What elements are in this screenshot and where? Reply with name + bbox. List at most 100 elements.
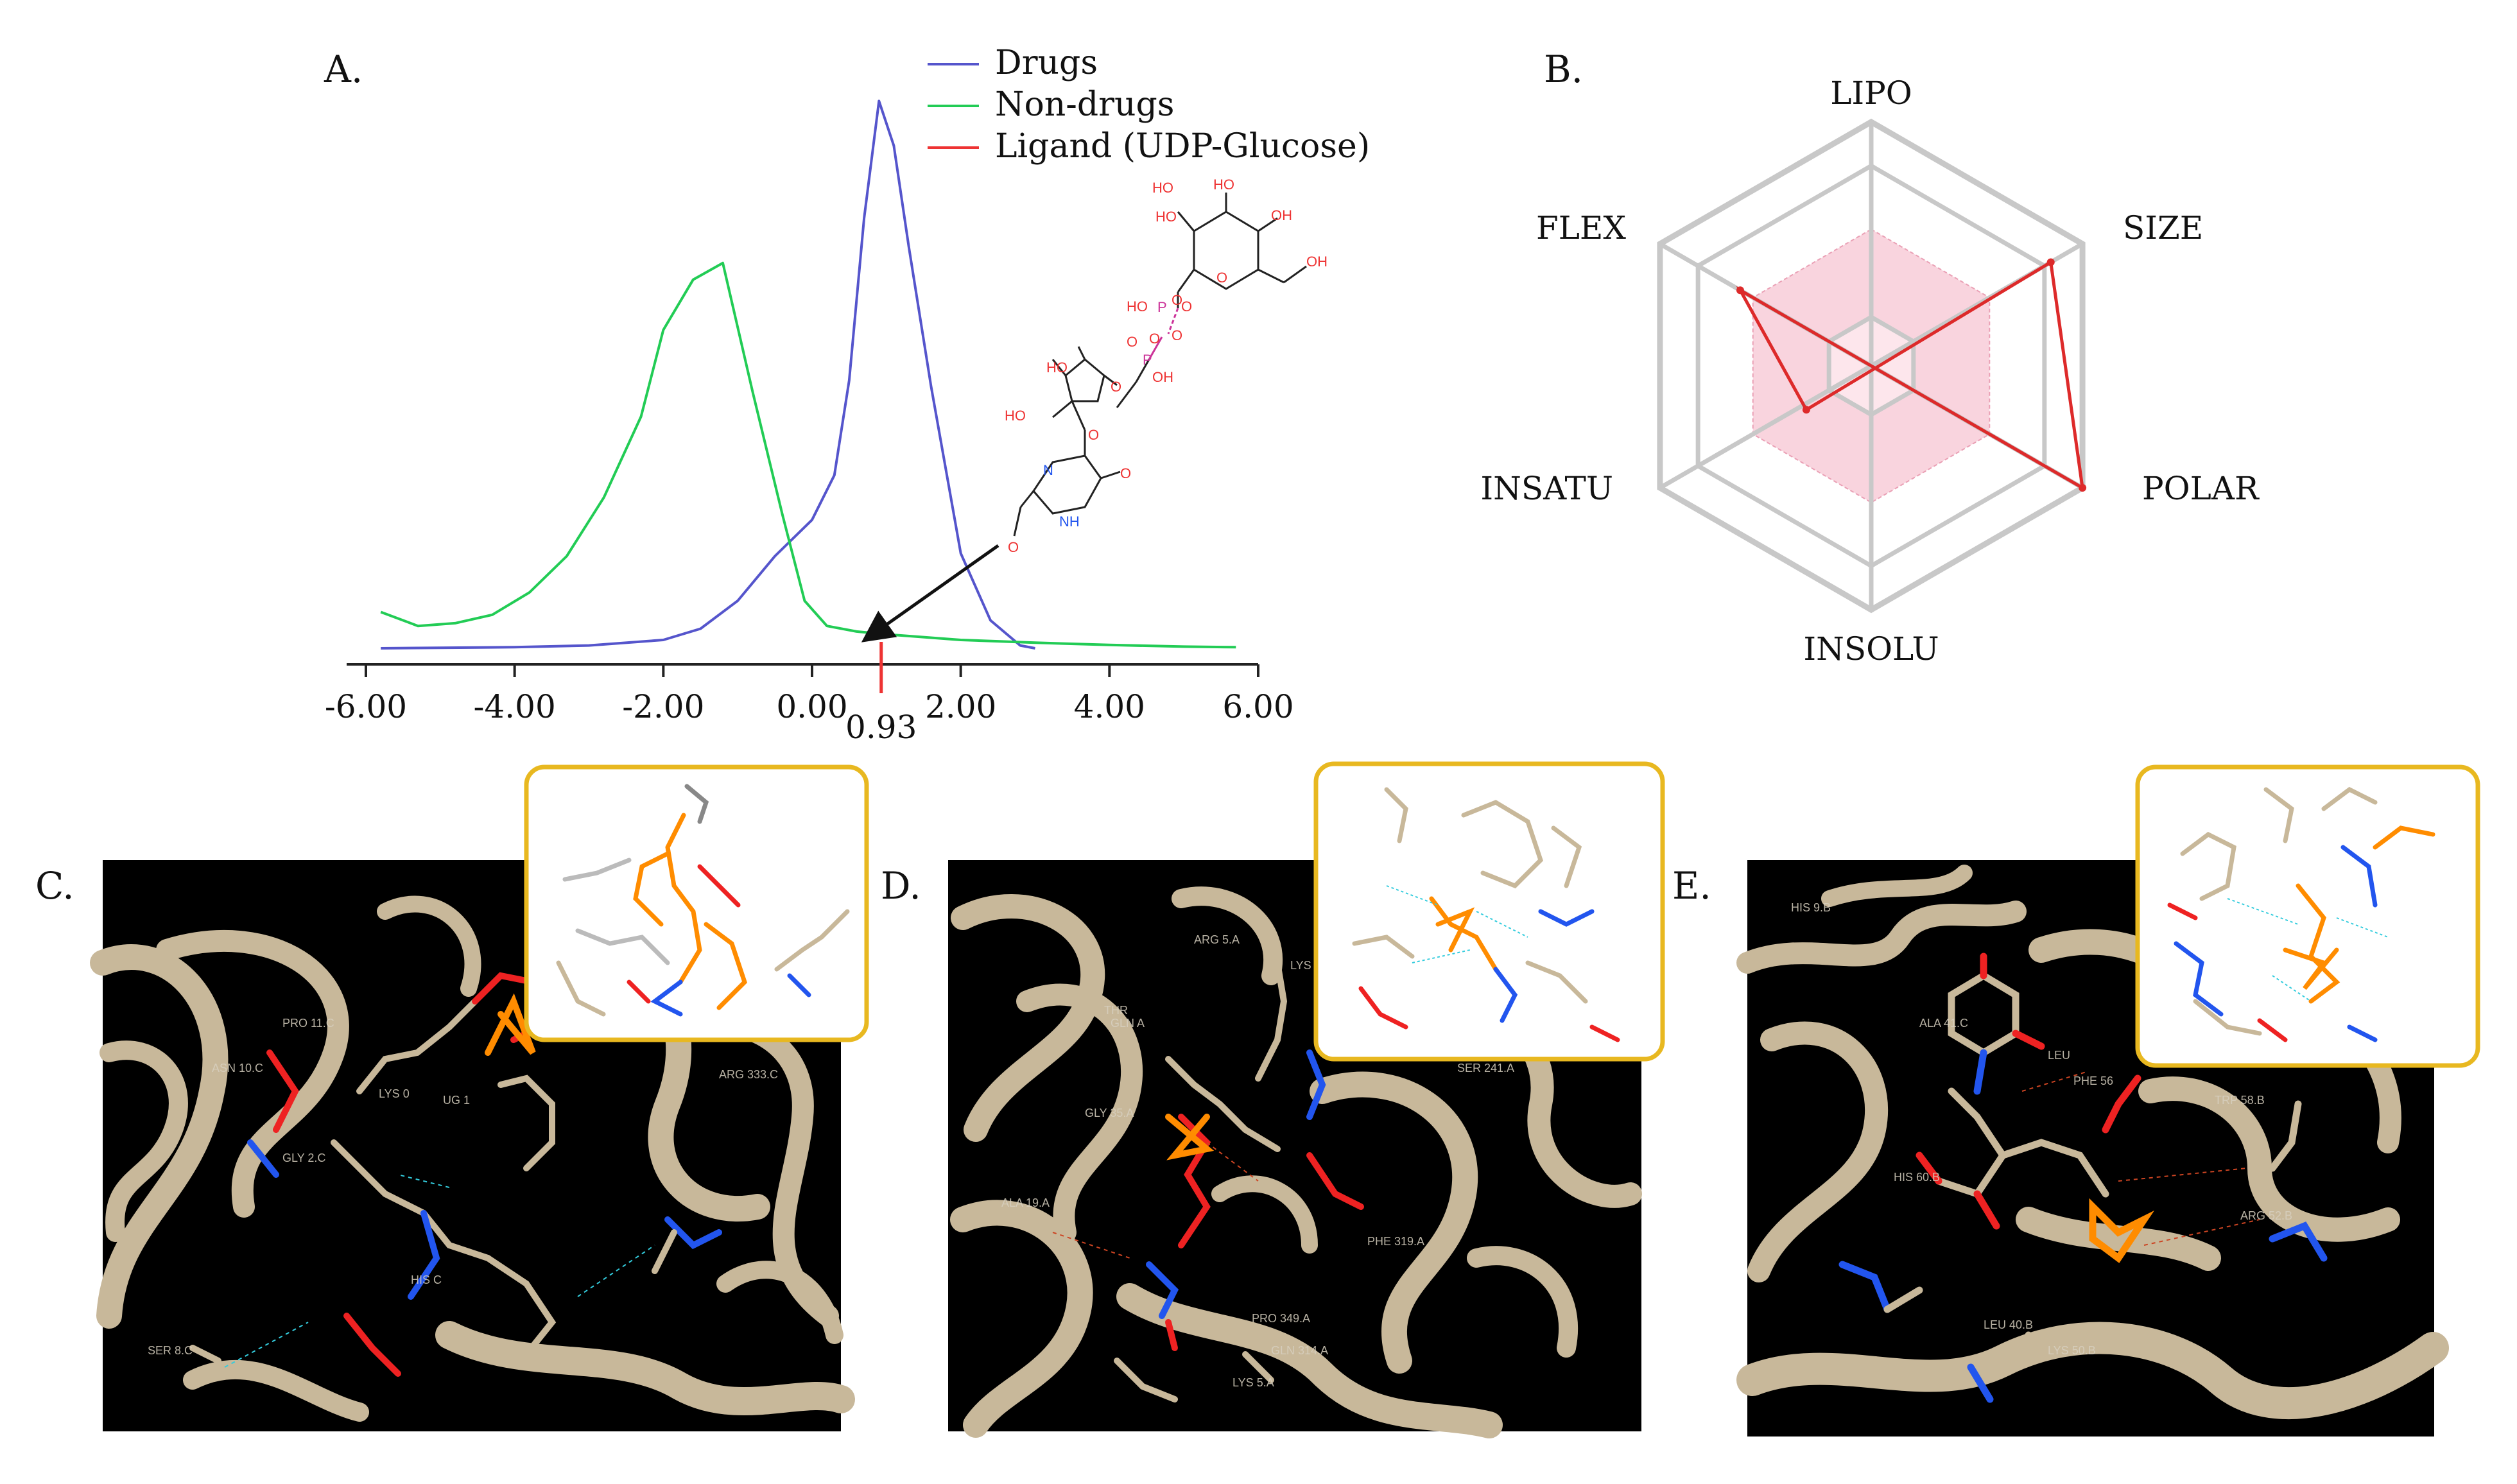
legend-item-drugs: Drugs bbox=[928, 44, 1098, 82]
atom-label: OH bbox=[1306, 254, 1328, 270]
radar-series-point bbox=[2046, 258, 2055, 266]
radar-series-point bbox=[1802, 406, 1810, 414]
hbonds-e bbox=[2021, 1071, 2260, 1246]
atom-label: O bbox=[1111, 379, 1121, 395]
radar-axis-label-size: SIZE bbox=[2123, 209, 2203, 246]
udp-glucose-atom-labels: HO HO OH HO OH O O HO P O O O P O OH O H… bbox=[1005, 177, 1328, 555]
atom-label: O bbox=[1008, 539, 1019, 555]
residue-label: ASN 10.C bbox=[212, 1062, 263, 1074]
x-tick-label: -2.00 bbox=[622, 688, 704, 725]
atom-label: HO bbox=[1152, 180, 1173, 196]
residue-label: ARG 333.C bbox=[719, 1068, 778, 1081]
x-tick-label: 6.00 bbox=[1222, 688, 1293, 725]
atom-label: O bbox=[1216, 270, 1227, 286]
legend-label-drugs: Drugs bbox=[995, 44, 1098, 82]
inset-e-ligand bbox=[2167, 786, 2435, 1042]
residue-label: LYS bbox=[1290, 959, 1311, 972]
residue-label: GLY 35.A bbox=[1085, 1107, 1134, 1119]
udp-glucose-structure bbox=[1013, 193, 1307, 537]
panel-e: E. bbox=[1672, 764, 2480, 1437]
atom-label: HO bbox=[1005, 408, 1026, 424]
atom-label: HO bbox=[1046, 359, 1068, 375]
ligand-sticks-e bbox=[1838, 953, 2328, 1403]
density-lines bbox=[380, 99, 1236, 650]
panel-c: C. bbox=[35, 764, 869, 1431]
x-tick-label: -6.00 bbox=[325, 688, 407, 725]
radar-axis-label-flex: FLEX bbox=[1536, 209, 1626, 246]
inset-d-ligand bbox=[1352, 787, 1620, 1042]
legend-item-ligand: Ligand (UDP-Glucose) bbox=[928, 127, 1370, 166]
residue-label: ARG 5.A bbox=[1194, 933, 1240, 946]
atom-label: P bbox=[1143, 352, 1152, 368]
atom-label: O bbox=[1127, 334, 1137, 350]
panel-c-label: C. bbox=[35, 864, 74, 908]
residue-label: HIS 60.B bbox=[1894, 1171, 1940, 1184]
residue-label: PHE 56 bbox=[2073, 1074, 2113, 1087]
ligand-arrow bbox=[861, 544, 999, 643]
residue-label: PHE 319.A bbox=[1367, 1235, 1424, 1248]
residue-label: HIS C bbox=[411, 1273, 442, 1286]
residue-label: GLN A bbox=[1111, 1017, 1145, 1030]
protein-ribbons-e bbox=[1736, 865, 2449, 1420]
inset-d-hbonds bbox=[1386, 885, 1528, 963]
residue-label: HIS 9.B bbox=[1791, 901, 1831, 914]
x-tick-label: 0.00 bbox=[776, 688, 847, 725]
atom-label: O bbox=[1149, 331, 1160, 347]
atom-label: NH bbox=[1059, 513, 1080, 530]
atom-label: O bbox=[1088, 427, 1099, 443]
radar-axis-labels: LIPO SIZE POLAR INSOLU INSATU FLEX bbox=[1480, 74, 2260, 668]
atom-label: O bbox=[1172, 327, 1182, 343]
radar-spoke bbox=[1659, 363, 1873, 490]
residue-label: PRO 11.C bbox=[282, 1017, 334, 1030]
x-tick-label: 4.00 bbox=[1074, 688, 1145, 725]
atom-label: HO bbox=[1155, 209, 1177, 225]
atom-label: O bbox=[1120, 465, 1131, 481]
ligand-sticks-d bbox=[1114, 960, 1364, 1402]
atom-label: O bbox=[1181, 298, 1192, 315]
residue-label: GLN 314.A bbox=[1271, 1344, 1328, 1357]
residue-label: LEU 40.B bbox=[1984, 1318, 2033, 1331]
radar-axis-label-insolu: INSOLU bbox=[1803, 630, 1939, 668]
legend-label-non-drugs: Non-drugs bbox=[995, 85, 1174, 124]
panel-b-label: B. bbox=[1544, 47, 1583, 91]
radar-series bbox=[1736, 258, 2087, 492]
panel-b: B. LIPO SIZE POLAR INSOLU INSATU FLEX bbox=[1480, 47, 2260, 668]
radar-axis-label-insatu: INSATU bbox=[1480, 470, 1613, 507]
radar-series-point bbox=[1736, 286, 1744, 295]
ligand-sticks-c bbox=[189, 972, 722, 1377]
series-line-non-drugs bbox=[380, 261, 1236, 649]
residue-label: PRO 349.A bbox=[1252, 1312, 1310, 1325]
atom-label: HO bbox=[1127, 298, 1148, 315]
atom-label: O bbox=[1172, 292, 1182, 308]
residue-label: LYS 50.B bbox=[2048, 1344, 2096, 1357]
atom-label: OH bbox=[1152, 369, 1173, 385]
inset-c-ligand bbox=[556, 784, 850, 1017]
residue-label: LYS 5.A bbox=[1233, 1376, 1274, 1389]
legend-label-ligand: Ligand (UDP-Glucose) bbox=[995, 127, 1370, 166]
radar-series-line bbox=[1736, 259, 2085, 491]
residue-label: ALA 41.C bbox=[1919, 1017, 1968, 1030]
atom-label: N bbox=[1043, 462, 1053, 478]
residue-label: UG 1 bbox=[443, 1094, 470, 1107]
hbonds-c bbox=[224, 1174, 655, 1368]
panel-a-label: A. bbox=[324, 47, 363, 91]
residue-label: ALA 19.A bbox=[1001, 1196, 1050, 1209]
legend-item-non-drugs: Non-drugs bbox=[928, 85, 1174, 124]
atom-label: P bbox=[1157, 299, 1167, 315]
ligand-value-label: 0.93 bbox=[845, 709, 917, 746]
series-line-drugs bbox=[381, 99, 1035, 650]
inset-d bbox=[1313, 761, 1665, 1062]
residue-label: LEU bbox=[2048, 1049, 2070, 1062]
legend: Drugs Non-drugs Ligand (UDP-Glucose) bbox=[928, 44, 1370, 166]
radar-axis-label-lipo: LIPO bbox=[1830, 74, 1912, 112]
radar-axis-label-polar: POLAR bbox=[2142, 470, 2260, 507]
atom-label: OH bbox=[1271, 207, 1292, 223]
residue-label: SER 241.A bbox=[1457, 1062, 1514, 1074]
residue-label: LYS 0 bbox=[379, 1087, 410, 1100]
